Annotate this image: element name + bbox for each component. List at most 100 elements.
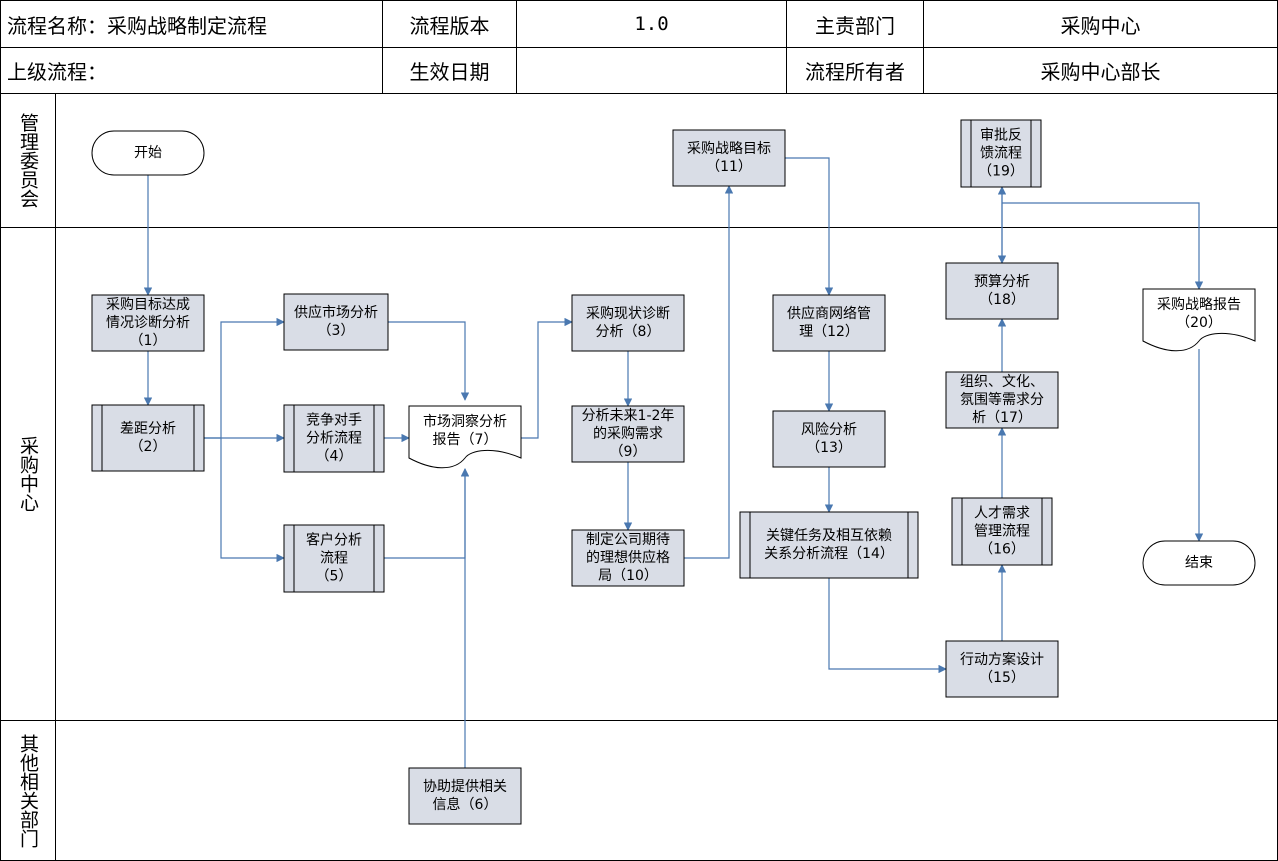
- node-label-n8: 分析（8）: [596, 324, 661, 340]
- node-label-n18: （18）: [979, 292, 1025, 308]
- node-shape-n8: [571, 294, 685, 352]
- effective-date-label-cell: 生效日期: [382, 47, 517, 94]
- node-label-n19: （19）: [978, 164, 1024, 180]
- node-label-end: 结束: [1185, 555, 1213, 571]
- node-label-n2: （2）: [130, 439, 167, 455]
- lane-label-purchase: 采购中心: [1, 228, 56, 720]
- node-label-n15: （15）: [979, 670, 1025, 686]
- node-label-n7: 市场洞察分析: [423, 413, 507, 430]
- e-n19-n20: [1002, 202, 1204, 290]
- node-label-n4: 竞争对手: [306, 412, 362, 429]
- node-label-n1: 情况诊断分析: [106, 315, 190, 331]
- node-label-n16: 管理流程: [974, 524, 1030, 540]
- node-label-n9: （9）: [610, 444, 647, 460]
- node-n15: 行动方案设计 （15）: [945, 640, 1059, 698]
- node-label-n13: （13）: [806, 440, 852, 456]
- node-label-n16: 人才需求: [974, 506, 1030, 522]
- node-label-n20: （20）: [1176, 315, 1222, 331]
- node-shape-n3: [283, 293, 389, 351]
- node-label-n9: 的采购需求: [593, 426, 663, 442]
- node-label-n10: 的理想供应格: [586, 549, 670, 566]
- node-label-n1: （1）: [130, 333, 167, 349]
- node-label-n12: 理（12）: [799, 324, 859, 340]
- node-shape-n14: [739, 511, 919, 579]
- e-n10-n11: [684, 185, 734, 559]
- node-n11: 采购战略目标（11）: [672, 129, 786, 187]
- node-label-n1: 采购目标达成: [106, 297, 190, 313]
- node-shape-n18: [945, 262, 1059, 320]
- node-label-n3: （3）: [318, 323, 355, 339]
- node-label-start: 开始: [134, 145, 162, 161]
- node-label-n14: 关键任务及相互依赖: [766, 528, 892, 544]
- node-start: 开始: [91, 130, 205, 176]
- node-shape-n11: [672, 129, 786, 187]
- node-label-n15: 行动方案设计: [960, 651, 1044, 668]
- e-n5-n7: [384, 468, 470, 559]
- node-label-n13: 风险分析: [801, 422, 857, 438]
- node-label-n3: 供应市场分析: [294, 304, 378, 321]
- node-n20: 采购战略报告 （20）: [1142, 288, 1256, 352]
- e-n3-n7: [388, 321, 470, 401]
- owner-value-cell: 采购中心部长: [923, 47, 1278, 94]
- node-shape-n19: [960, 119, 1042, 188]
- node-label-n10: 局（10）: [598, 568, 658, 584]
- node-shape-n4: [283, 404, 385, 473]
- node-label-n9: 分析未来1-2年: [582, 408, 675, 424]
- node-label-n18: 预算分析: [974, 274, 1030, 290]
- node-label-n6: 信息（6）: [433, 796, 498, 813]
- node-n13: 风险分析 （13）: [772, 410, 886, 468]
- node-label-n8: 采购现状诊断: [586, 306, 670, 322]
- node-shape-n2: [91, 404, 205, 472]
- node-shape-n17: [945, 371, 1059, 429]
- node-shape-end: [1142, 540, 1256, 586]
- node-label-n12: 供应商网络管: [787, 305, 871, 322]
- node-label-n10: 制定公司期待: [586, 532, 670, 548]
- owner-label-cell: 流程所有者: [786, 47, 924, 94]
- node-shape-n15: [945, 640, 1059, 698]
- node-label-n14: 关系分析流程（14）: [764, 546, 894, 562]
- node-label-n19: 审批反: [980, 128, 1022, 144]
- node-label-n4: （4）: [316, 449, 353, 465]
- node-label-n20: 采购战略报告: [1157, 297, 1241, 313]
- node-shape-n10: [571, 529, 685, 587]
- e-n7-n8: [521, 317, 573, 439]
- header-table: 流程名称：采购战略制定流程 流程版本 1.0 主责部门 采购中心 上级流程： 生…: [0, 0, 1278, 94]
- node-shape-n13: [772, 410, 886, 468]
- node-label-n16: （16）: [979, 542, 1025, 558]
- node-shape-n16: [951, 497, 1053, 566]
- e-n2-n3: [204, 317, 285, 439]
- node-shape-n5: [283, 524, 385, 593]
- lane-label-other: 其他相关部门: [1, 721, 56, 860]
- e-n11-n12: [785, 157, 834, 296]
- node-label-n11: （11）: [706, 159, 752, 175]
- node-shape-n12: [772, 294, 886, 352]
- node-n18: 预算分析 （18）: [945, 262, 1059, 320]
- node-shape-n7: [408, 405, 522, 469]
- e-n14-n15: [828, 578, 947, 674]
- node-label-n17: 氛围等需求分: [960, 391, 1044, 408]
- node-shape-n20: [1142, 288, 1256, 352]
- node-n2: 差距分析 （2）: [91, 404, 205, 472]
- node-label-n19: 馈流程: [980, 146, 1022, 162]
- node-label-n17: 析（17）: [972, 410, 1032, 426]
- node-label-n4: 分析流程: [306, 431, 362, 447]
- node-label-n5: 客户分析: [306, 532, 362, 549]
- parent-process-cell: 上级流程：: [0, 47, 383, 94]
- node-label-n2: 差距分析: [120, 421, 176, 437]
- node-n3: 供应市场分析 （3）: [283, 293, 389, 351]
- node-shape-n9: [571, 405, 685, 463]
- node-label-n5: （5）: [316, 569, 353, 585]
- node-shape-n6: [408, 767, 522, 825]
